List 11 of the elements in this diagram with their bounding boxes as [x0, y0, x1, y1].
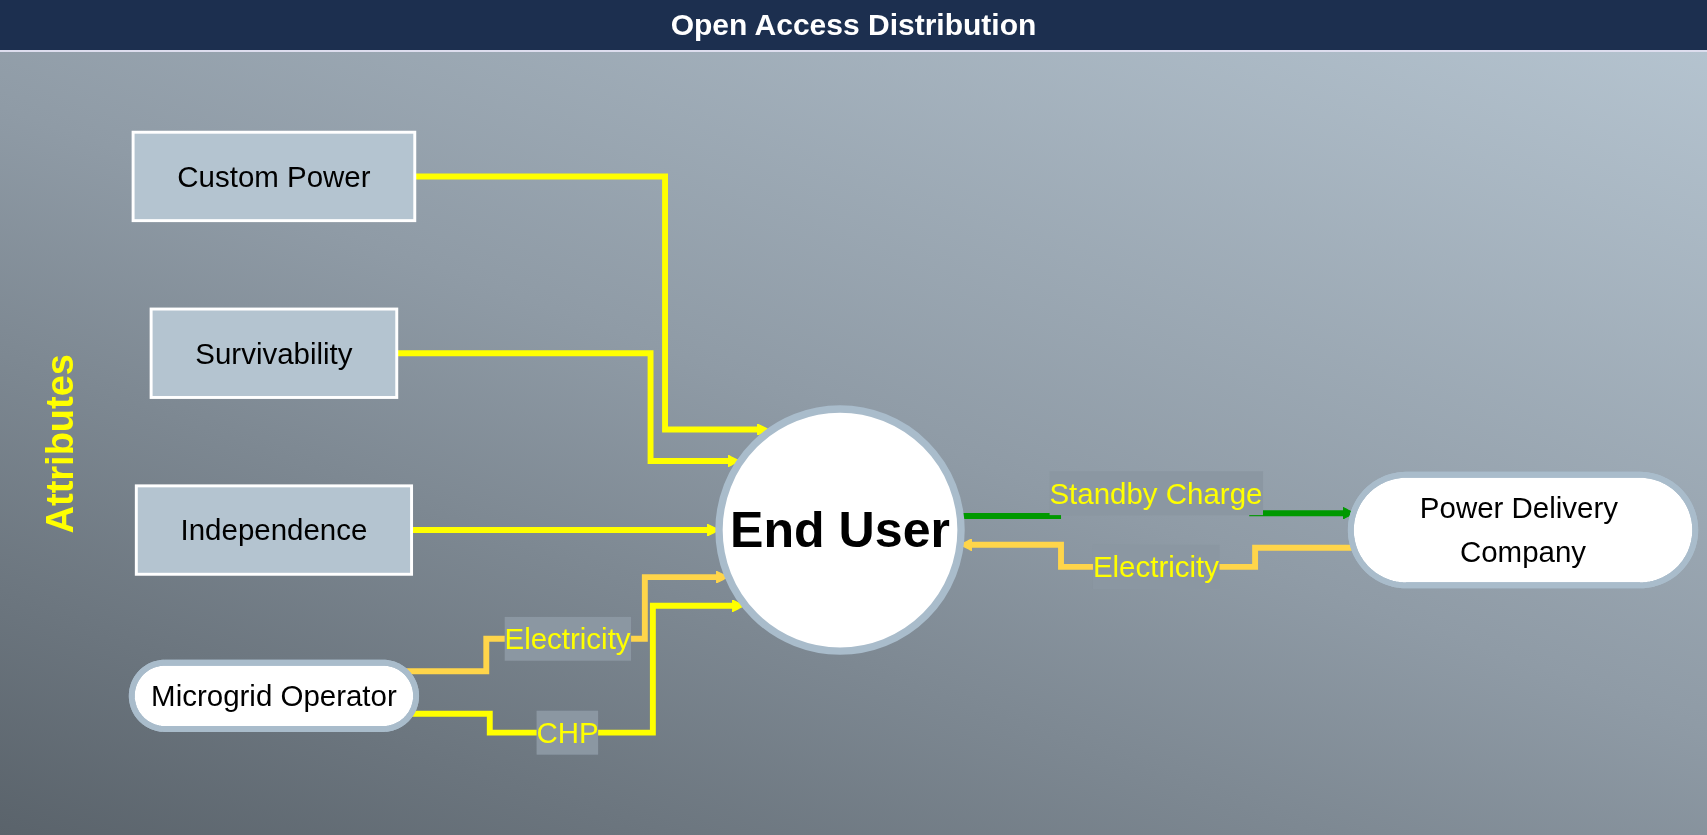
edge-label: CHP [536, 716, 599, 749]
side-label: Attributes [38, 353, 82, 534]
node-circle: End User [715, 405, 965, 655]
node-box: Custom Power [131, 130, 417, 223]
node-box: Independence [134, 484, 414, 576]
edge-label: Electricity [1092, 550, 1219, 584]
edge-label: Standby Charge [1049, 477, 1263, 510]
edge-label: Electricity [504, 622, 631, 655]
node-box: Survivability [149, 307, 399, 399]
arrow [414, 173, 770, 436]
title-banner: Open Access Distribution [0, 0, 1707, 52]
